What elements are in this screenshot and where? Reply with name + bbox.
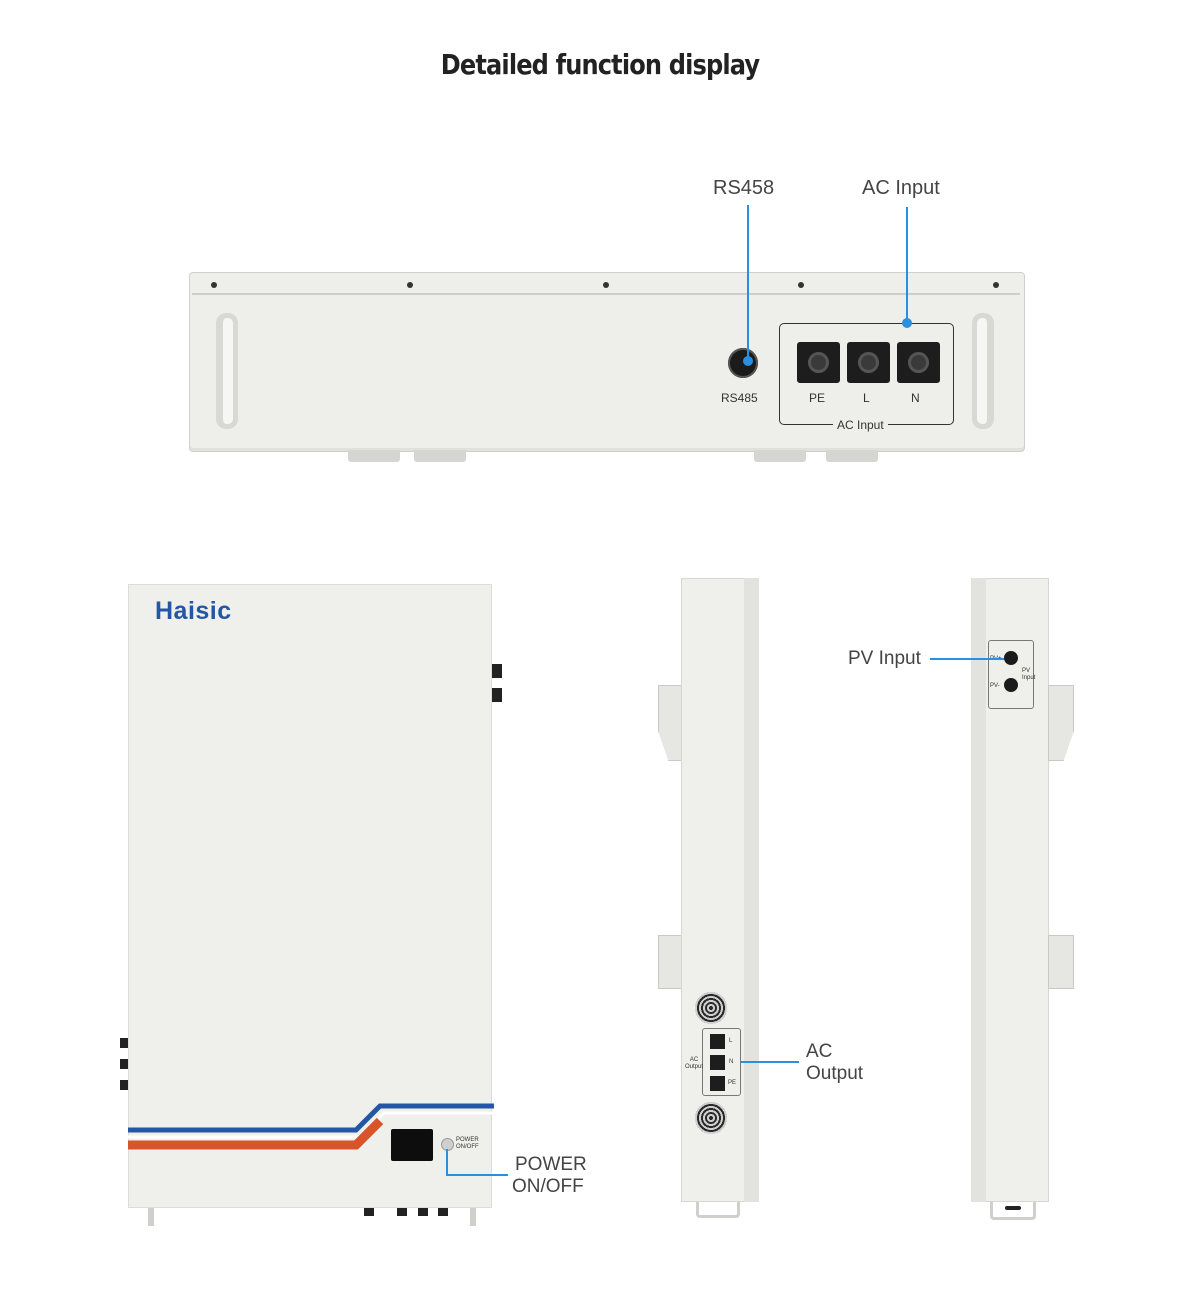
side-body-edge	[744, 578, 759, 1202]
power-callout-line-h	[446, 1174, 508, 1176]
side-connector	[492, 664, 502, 678]
power-callout-line-v	[446, 1149, 448, 1176]
power-callout-line1: POWER	[515, 1154, 587, 1175]
pe-connector[interactable]	[797, 342, 840, 383]
ac-output-callout-line	[741, 1061, 799, 1063]
right-handle	[972, 313, 994, 429]
l-label: L	[863, 391, 870, 405]
l-connector[interactable]	[847, 342, 890, 383]
left-handle	[216, 313, 238, 429]
pv-group-label: PV Input	[1022, 668, 1036, 681]
ac-output-port-pe[interactable]	[710, 1076, 725, 1091]
ac-input-group-label: AC Input	[833, 418, 888, 432]
rs-callout-line	[747, 205, 749, 361]
mount-bracket	[658, 685, 684, 761]
ac-output-port-n-label: N	[729, 1059, 734, 1065]
front-stripes	[128, 1103, 494, 1150]
bottom-connector	[438, 1208, 448, 1216]
side-connector	[120, 1080, 128, 1090]
brand-logo: Haisic	[155, 597, 232, 625]
mount-bracket	[1048, 935, 1074, 989]
power-switch-label: POWER ON/OFF	[456, 1137, 479, 1150]
side-connector	[120, 1038, 128, 1048]
side-view-left: L N PE AC Output AC Output	[640, 570, 900, 1230]
bottom-leg	[148, 1208, 154, 1226]
ac-input-callout-label: AC Input	[862, 177, 940, 199]
screw-icon	[407, 282, 413, 288]
screw-icon	[993, 282, 999, 288]
bottom-connector	[364, 1208, 374, 1216]
ac-output-callout-line2: Output	[806, 1063, 864, 1084]
rack-top-edge	[192, 293, 1020, 295]
bottom-leg	[470, 1208, 476, 1226]
foot	[414, 450, 466, 462]
power-callout-line2: ON/OFF	[512, 1176, 584, 1197]
ac-output-group-label: AC Output	[684, 1057, 703, 1070]
rs485-label: RS485	[721, 391, 758, 405]
side-body-edge	[971, 578, 986, 1202]
bottom-handle-slot	[1005, 1206, 1021, 1210]
pv-callout-label: PV Input	[848, 648, 921, 669]
front-display	[391, 1129, 433, 1161]
foot	[826, 450, 878, 462]
side-connector	[120, 1059, 128, 1069]
ac-output-port-l[interactable]	[710, 1034, 725, 1049]
foot	[754, 450, 806, 462]
side-view-right: PV+ PV- PV Input PV Input	[840, 570, 1100, 1230]
mount-bracket	[1048, 685, 1074, 761]
rs-callout-label: RS458	[713, 177, 775, 199]
screw-icon	[211, 282, 217, 288]
bottom-connector	[418, 1208, 428, 1216]
n-connector[interactable]	[897, 342, 940, 383]
foot	[348, 450, 400, 462]
ac-output-port-pe-label: PE	[728, 1080, 737, 1086]
bottom-handle	[990, 1202, 1036, 1220]
pv-plus-port[interactable]	[1004, 651, 1018, 665]
screw-icon	[603, 282, 609, 288]
fan-grille	[695, 992, 727, 1024]
page-title: Detailed function display	[440, 48, 760, 81]
ac-output-port-l-label: L	[729, 1038, 733, 1044]
n-label: N	[911, 391, 920, 405]
ac-output-panel	[702, 1028, 741, 1096]
pv-callout-line	[930, 658, 1004, 660]
pe-label: PE	[809, 391, 826, 405]
ac-callout-line	[906, 207, 908, 323]
bottom-handle	[696, 1202, 740, 1218]
front-unit: Haisic POWER ON/OFF POWER ON/OFF	[0, 560, 620, 1260]
side-connector	[492, 688, 502, 702]
ac-output-callout-line1: AC	[806, 1041, 833, 1062]
pv-input-panel	[988, 640, 1034, 709]
bottom-connector	[397, 1208, 407, 1216]
top-unit: RS458 AC Input RS485 AC Input PE L N	[0, 0, 1200, 520]
ac-output-port-n[interactable]	[710, 1055, 725, 1070]
screw-icon	[798, 282, 804, 288]
pv-minus-port[interactable]	[1004, 678, 1018, 692]
ac-callout-dot	[902, 318, 912, 328]
fan-grille	[695, 1102, 727, 1134]
pv-minus-label: PV-	[990, 683, 1000, 689]
rs-callout-dot	[743, 356, 753, 366]
